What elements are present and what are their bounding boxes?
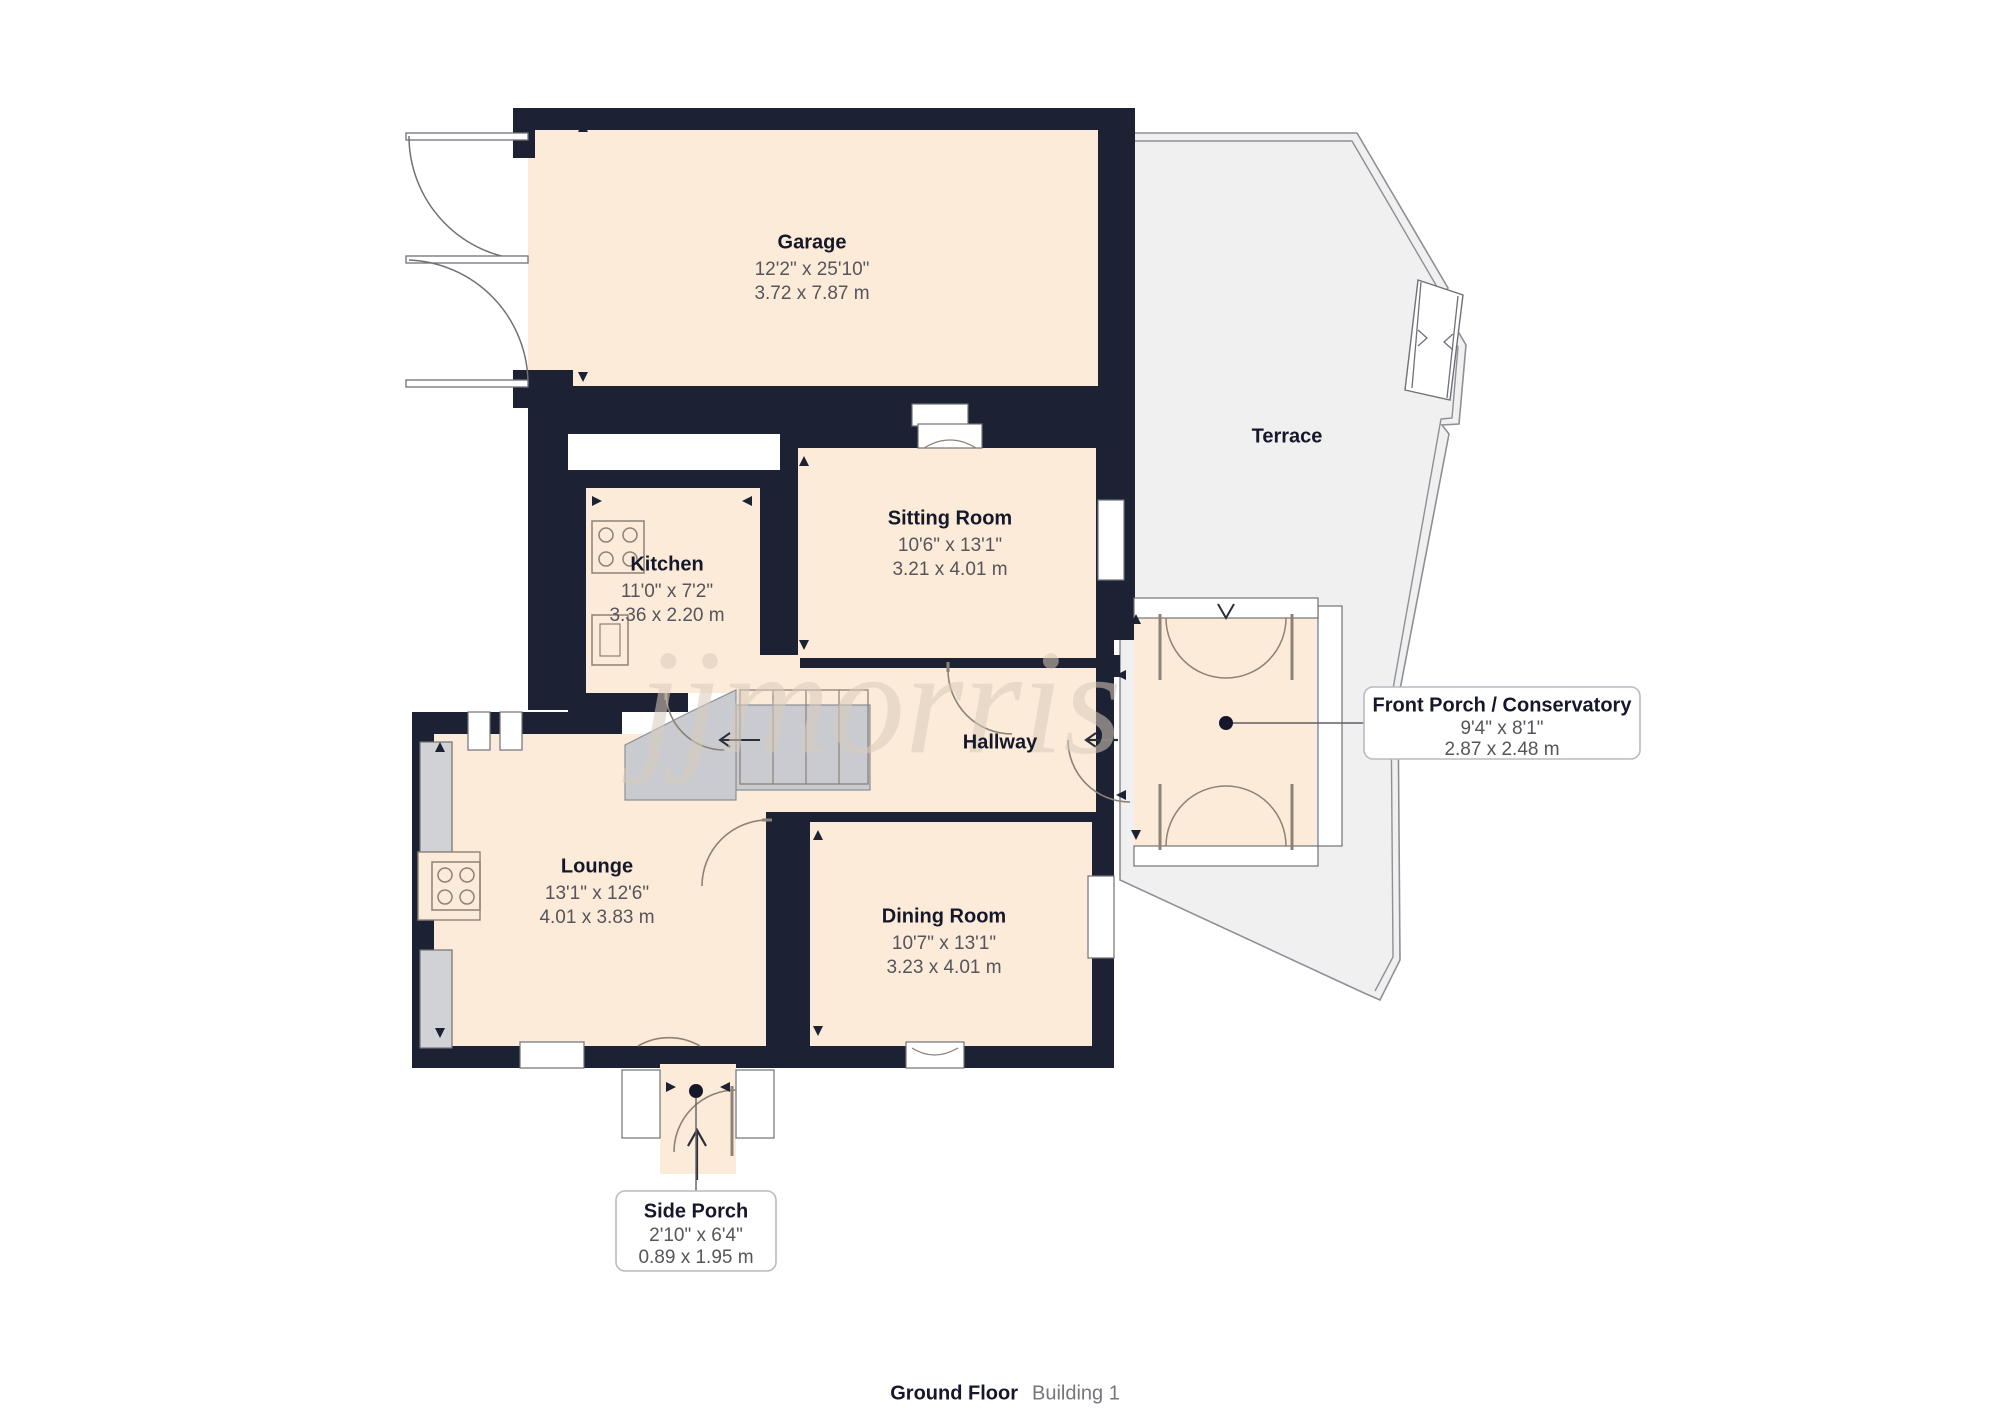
garage-doors xyxy=(405,132,529,388)
windows xyxy=(419,403,1343,1139)
fixture-kitchen-sink xyxy=(591,614,629,666)
room-dim-metric-dining-room: 3.23 x 4.01 m xyxy=(886,957,1001,978)
callout-dim-imperial-side-porch: 2'10" x 6'4" xyxy=(649,1225,743,1246)
fixture-lounge-fireplace xyxy=(417,851,481,921)
room-label-terrace: Terrace xyxy=(1252,425,1323,447)
room-label-dining-room: Dining Room xyxy=(882,905,1006,927)
room-dim-metric-sitting-room: 3.21 x 4.01 m xyxy=(892,559,1007,580)
terrace-gate xyxy=(1404,279,1464,401)
room-dim-imperial-dining-room: 10'7" x 13'1" xyxy=(892,933,996,954)
room-labels: Kitchen 11'0" x 7'2" 3.36 x 2.20 m Sitti… xyxy=(539,507,1038,978)
doors xyxy=(637,603,1294,1180)
callout-side-porch[interactable]: Side Porch 2'10" x 6'4" 0.89 x 1.95 m xyxy=(615,1084,777,1272)
callout-title-front-porch: Front Porch / Conservatory xyxy=(1373,694,1633,716)
dimension-markers xyxy=(435,456,1141,1092)
room-dim-imperial-kitchen: 11'0" x 7'2" xyxy=(621,581,713,602)
room-dim-metric-kitchen: 3.36 x 2.20 m xyxy=(609,605,724,626)
room-label-garage: Garage xyxy=(778,231,847,253)
room-dim-metric-garage: 3.72 x 7.87 m xyxy=(754,283,869,304)
callout-dim-imperial-front-porch: 9'4" x 8'1" xyxy=(1460,718,1543,739)
footer-level-label: Ground Floor xyxy=(890,1382,1018,1404)
footer-building-label: Building 1 xyxy=(1032,1382,1120,1404)
fixture-kitchen-hob xyxy=(591,520,645,574)
callout-dim-metric-side-porch: 0.89 x 1.95 m xyxy=(638,1247,753,1268)
room-dim-imperial-garage: 12'2" x 25'10" xyxy=(755,259,870,280)
footer: Ground Floor Building 1 xyxy=(890,1382,1120,1404)
watermark-text: jjmorris xyxy=(621,619,1121,785)
staircase xyxy=(624,689,871,801)
callout-dim-metric-front-porch: 2.87 x 2.48 m xyxy=(1444,739,1559,760)
room-dim-imperial-lounge: 13'1" x 12'6" xyxy=(545,883,649,904)
room-label-hallway: Hallway xyxy=(963,731,1038,753)
room-label-kitchen: Kitchen xyxy=(630,553,703,575)
callout-front-porch-conservatory[interactable]: Front Porch / Conservatory 9'4" x 8'1" 2… xyxy=(1219,686,1641,760)
room-dim-metric-lounge: 4.01 x 3.83 m xyxy=(539,907,654,928)
callout-title-side-porch: Side Porch xyxy=(644,1200,748,1222)
room-label-sitting-room: Sitting Room xyxy=(888,507,1012,529)
room-dim-imperial-sitting-room: 10'6" x 13'1" xyxy=(898,535,1002,556)
room-label-lounge: Lounge xyxy=(561,855,633,877)
